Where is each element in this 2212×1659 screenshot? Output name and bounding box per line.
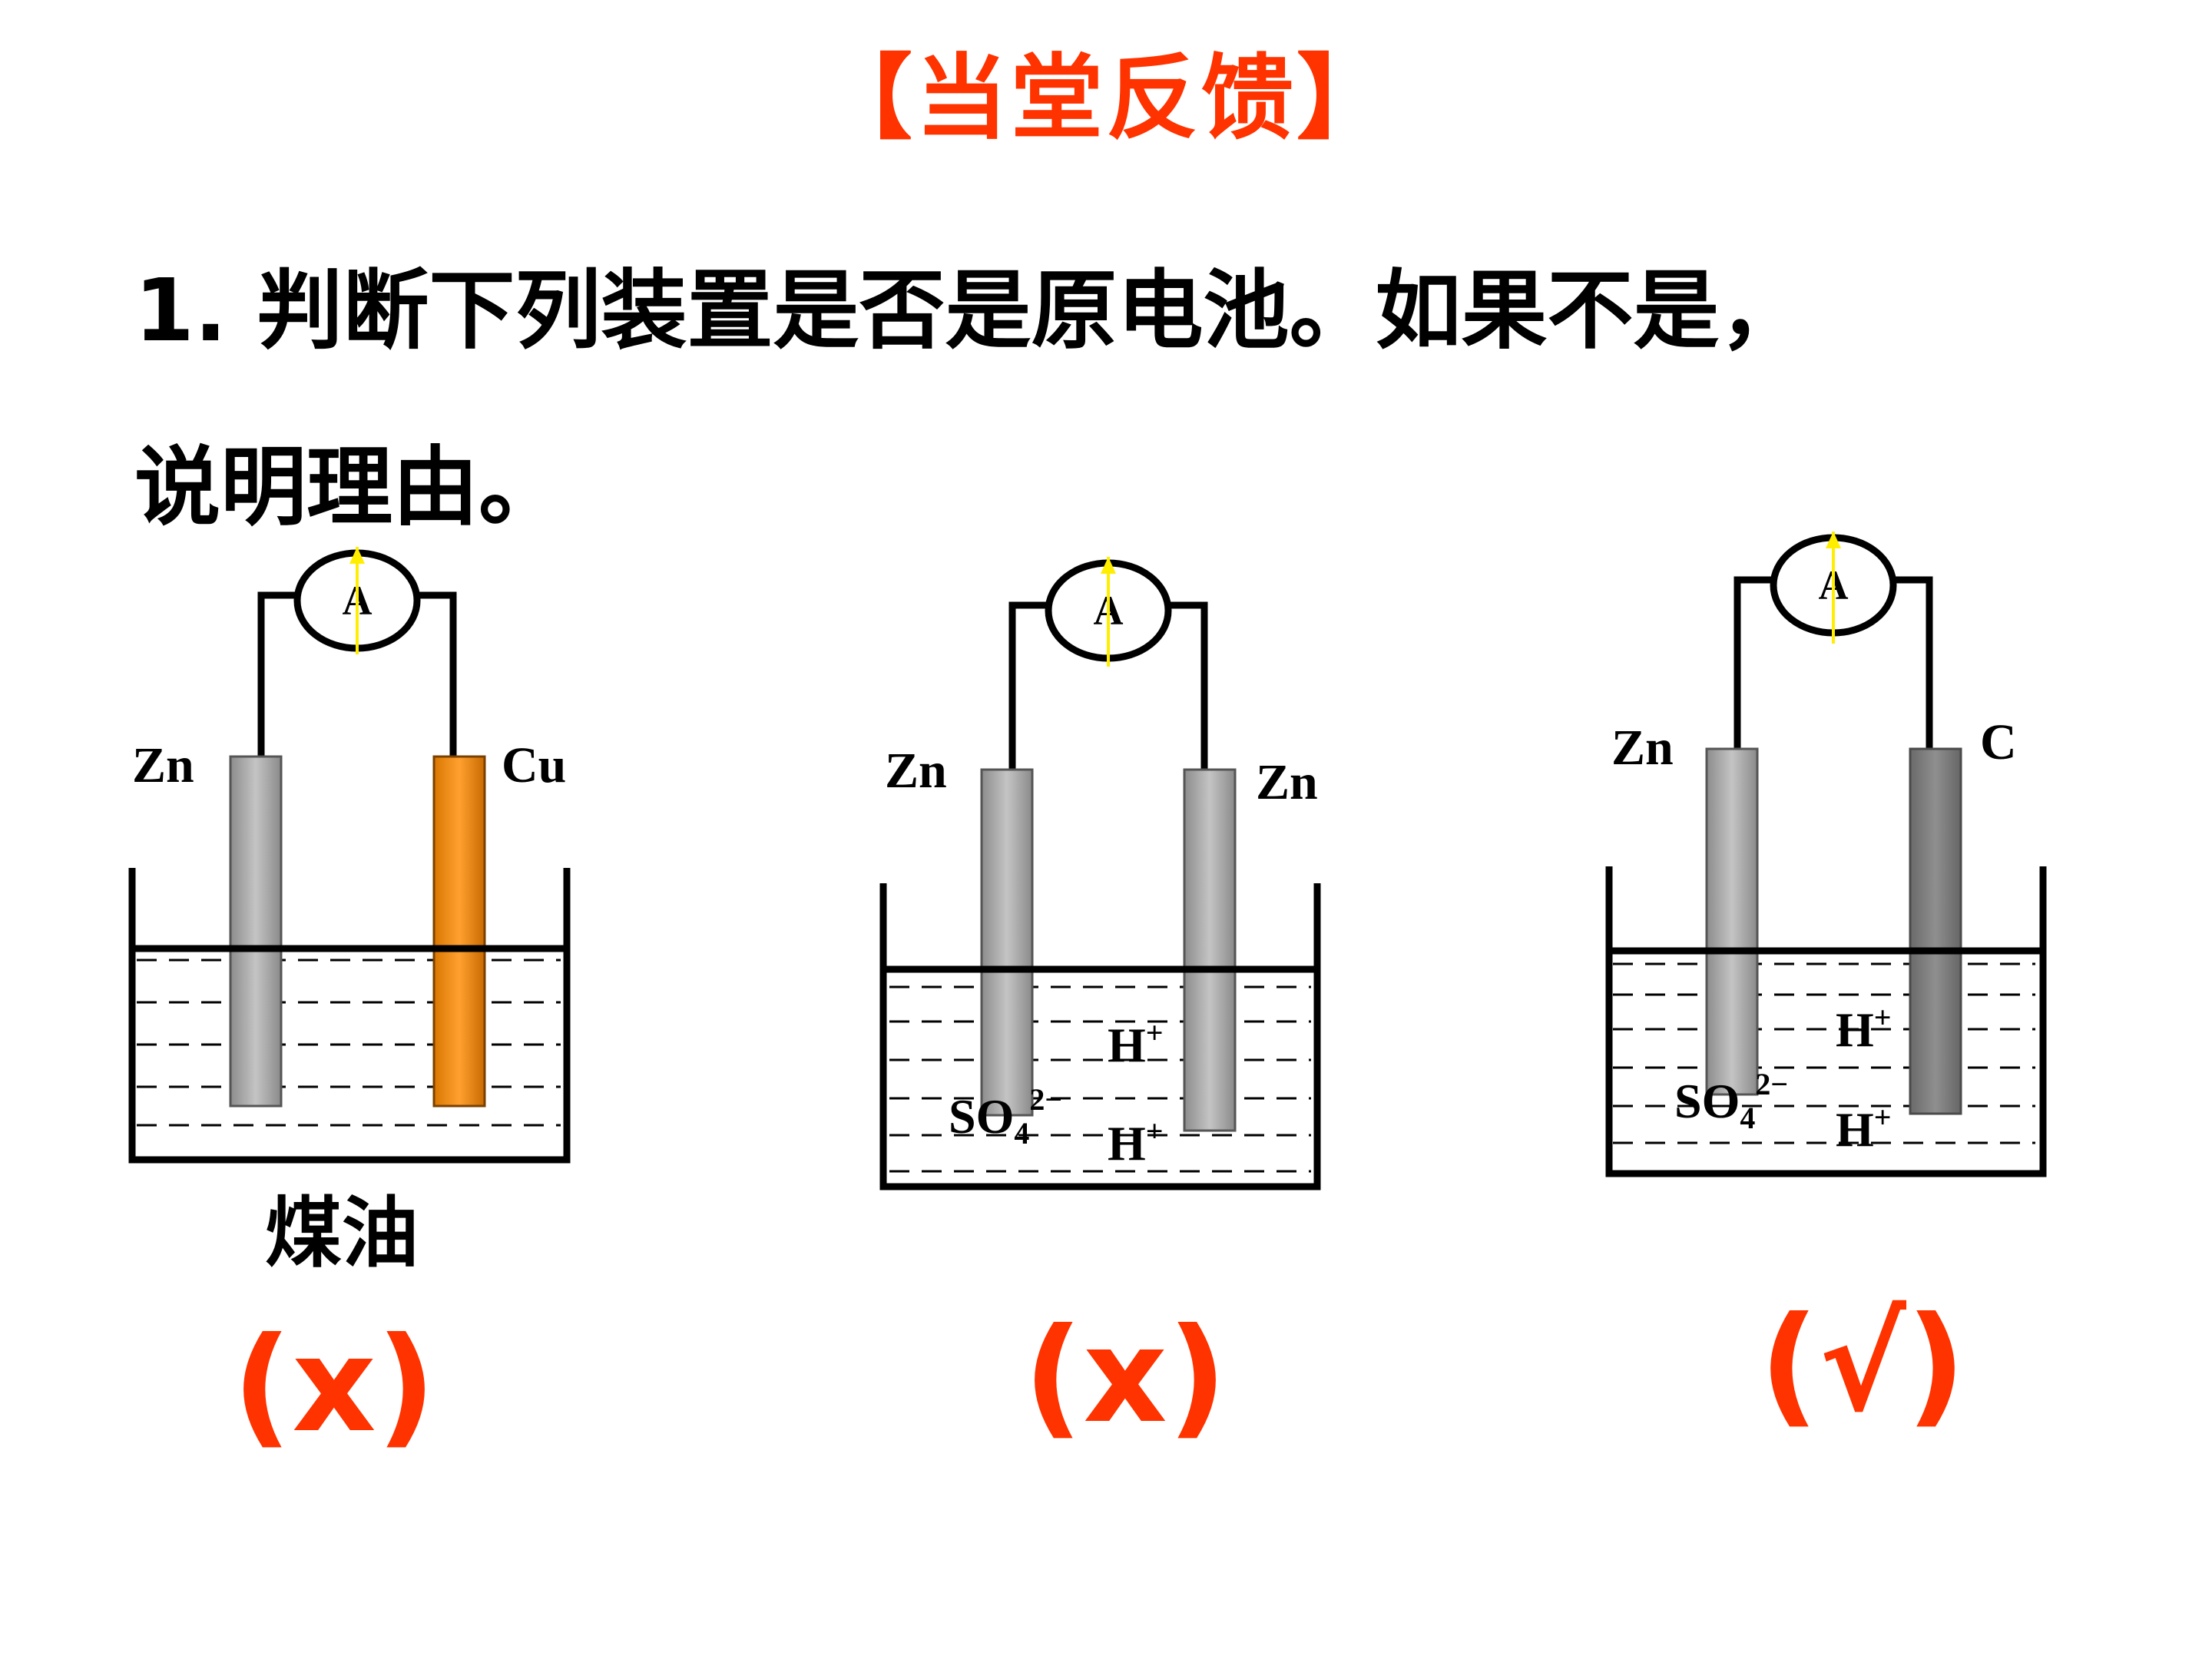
sulfate-ion: SO42− [949, 1082, 1062, 1151]
needle-arrow-icon [349, 547, 365, 564]
right-electrode-label: C [1980, 714, 2017, 770]
setup-2: A Zn Zn H+ SO42− H+ (x) [879, 557, 1321, 1452]
zn-electrode-left [980, 768, 1034, 1117]
setup-3: A Zn C H+ SO42− H+ (√) [1605, 531, 2047, 1441]
question-text: 1. 判断下列装置是否是原电池。如果不是， 说明理由。 [134, 223, 2131, 576]
carbon-electrode [1909, 747, 1962, 1115]
hydrogen-ion: H+ [1108, 1114, 1164, 1171]
hydrogen-ion: H+ [1108, 1015, 1164, 1072]
question-line-2: 说明理由。 [134, 438, 565, 538]
zn-electrode [1705, 747, 1759, 1096]
right-electrode-label: Cu [502, 737, 566, 793]
sulfate-ion: SO42− [1674, 1067, 1788, 1135]
liquid-dashes [889, 985, 1311, 1173]
liquid-dashes [137, 959, 561, 1127]
setup-1: A Zn Cu 煤油 (x) [128, 547, 571, 1462]
slide-title: 【当堂反馈】 [820, 45, 1392, 152]
solution-label: 煤油 [265, 1188, 419, 1278]
answer-mark: (x) [232, 1310, 435, 1462]
hydrogen-ion: H+ [1836, 1000, 1892, 1057]
left-electrode-label: Zn [132, 737, 194, 793]
beaker [1605, 866, 2047, 1177]
question-line-1: 1. 判断下列装置是否是原电池。如果不是， [134, 261, 1806, 361]
right-electrode-label: Zn [1256, 754, 1318, 810]
left-electrode-label: Zn [885, 743, 947, 799]
cu-electrode [432, 755, 486, 1108]
beaker [128, 868, 571, 1164]
answer-mark: (√) [1760, 1289, 1966, 1441]
beaker [879, 883, 1321, 1190]
zn-electrode-right [1183, 768, 1237, 1132]
needle-arrow-icon [1826, 531, 1841, 548]
zn-electrode [229, 755, 283, 1108]
needle-arrow-icon [1101, 557, 1116, 574]
liquid-dashes [1613, 962, 2035, 1144]
answer-mark: (x) [1023, 1300, 1227, 1452]
hydrogen-ion: H+ [1836, 1100, 1892, 1157]
left-electrode-label: Zn [1611, 720, 1674, 776]
